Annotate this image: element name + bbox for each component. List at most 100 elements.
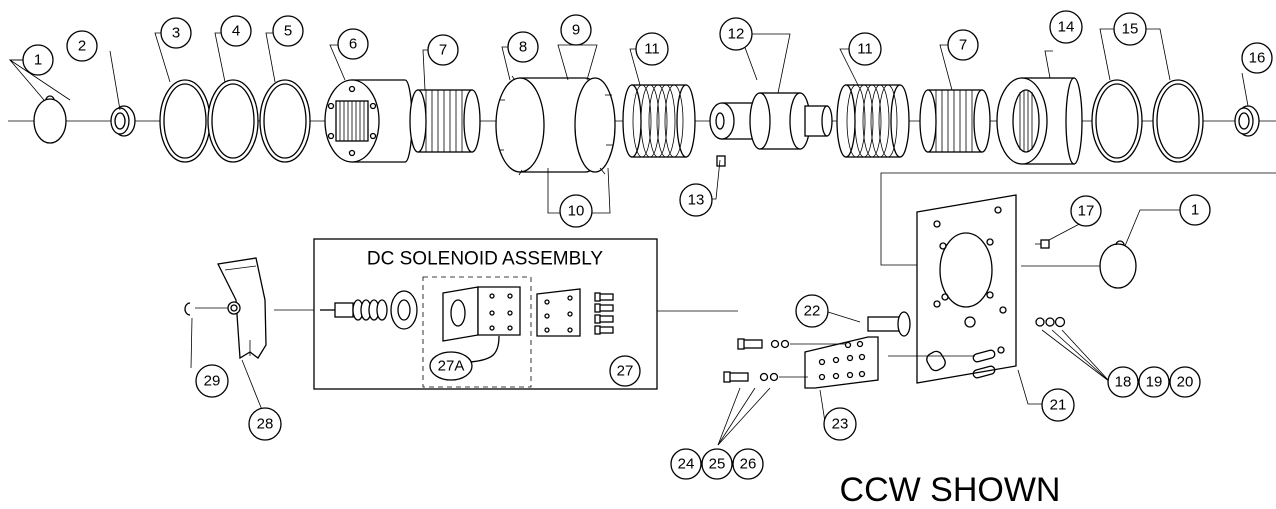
solenoid-plunger (320, 299, 388, 321)
assembly-title: DC SOLENOID ASSEMBLY (367, 249, 603, 270)
balloon-12: 12 (719, 17, 753, 51)
balloon-7-right: 7 (947, 29, 979, 61)
balloon-1-right: 1 (1179, 194, 1211, 226)
svg-text:9: 9 (572, 22, 580, 39)
part-16-bushing (1234, 105, 1260, 137)
solenoid-screws (594, 292, 614, 335)
svg-text:11: 11 (857, 41, 873, 58)
balloon-27A: 27A (429, 351, 473, 381)
part-21-mounting-plate (916, 194, 1017, 384)
svg-text:20: 20 (1177, 374, 1194, 391)
part-22-pin (867, 311, 911, 337)
part-29-clip (184, 302, 228, 316)
part-15-ring-a (1091, 79, 1143, 163)
balloon-20: 20 (1169, 366, 1201, 398)
svg-text:10: 10 (568, 203, 585, 220)
svg-text:11: 11 (644, 41, 660, 58)
solenoid-washer (390, 290, 418, 330)
svg-text:14: 14 (1058, 19, 1075, 36)
balloon-11-right: 11 (848, 32, 882, 66)
svg-text:16: 16 (1249, 50, 1266, 67)
part-4-ring (207, 79, 259, 163)
part-5-ring (259, 79, 311, 163)
balloon-11-left: 11 (635, 32, 669, 66)
balloon-10: 10 (559, 194, 593, 228)
svg-text:15: 15 (1122, 21, 1139, 38)
svg-text:1: 1 (34, 52, 42, 69)
balloon-1: 1 (22, 44, 54, 76)
balloon-22: 22 (795, 294, 829, 328)
svg-text:17: 17 (1078, 203, 1095, 220)
svg-text:13: 13 (688, 192, 705, 209)
part-7-spring-right (919, 89, 991, 153)
part-27A-dashed-region (422, 276, 532, 388)
svg-text:26: 26 (740, 456, 757, 473)
svg-text:12: 12 (728, 26, 745, 43)
svg-text:27: 27 (617, 363, 634, 380)
svg-text:19: 19 (1146, 374, 1163, 391)
balloon-7: 7 (427, 34, 459, 66)
orientation-caption: CCW SHOWN (840, 471, 1061, 509)
svg-text:28: 28 (257, 416, 274, 433)
part-1-snap-ring-right (1099, 240, 1137, 289)
balloon-29: 29 (195, 364, 229, 398)
balloon-24: 24 (670, 448, 702, 480)
balloon-17: 17 (1070, 195, 1102, 227)
balloon-14: 14 (1049, 10, 1083, 44)
svg-text:24: 24 (678, 456, 695, 473)
solenoid-assembly-box (313, 238, 658, 390)
part-23-bracket (804, 336, 879, 389)
plate-alignment-line (880, 172, 1276, 266)
svg-text:6: 6 (349, 36, 357, 53)
svg-text:21: 21 (1050, 397, 1067, 414)
part-1-snap-ring (33, 95, 67, 144)
balloon-25: 25 (701, 448, 733, 480)
balloon-13: 13 (679, 183, 713, 217)
svg-text:4: 4 (232, 23, 240, 40)
solenoid-bracket-plate (536, 288, 581, 337)
svg-text:8: 8 (519, 39, 527, 56)
svg-text:7: 7 (439, 42, 447, 59)
svg-text:7: 7 (959, 37, 967, 54)
balloon-4: 4 (220, 15, 252, 47)
balloon-21: 21 (1041, 388, 1075, 422)
part-11-spring-right (836, 84, 910, 158)
part-8-9-housing (495, 75, 616, 176)
part-27A-solenoid-block (442, 286, 521, 363)
svg-text:29: 29 (204, 373, 221, 390)
svg-text:3: 3 (172, 25, 180, 42)
balloon-19: 19 (1138, 366, 1170, 398)
part-28-lever (217, 257, 267, 360)
svg-text:25: 25 (709, 456, 726, 473)
balloon-5: 5 (272, 15, 304, 47)
svg-text:27A: 27A (438, 358, 465, 375)
balloon-9: 9 (560, 14, 592, 46)
svg-text:22: 22 (804, 303, 821, 320)
svg-text:23: 23 (832, 416, 849, 433)
part-3-ring (159, 79, 211, 163)
svg-text:18: 18 (1115, 374, 1132, 391)
part-24-25-26-hardware (723, 338, 846, 383)
part-2-bushing (110, 105, 136, 137)
part-13-set-screw (716, 155, 726, 167)
balloon-26: 26 (732, 448, 764, 480)
part-12-shaft (709, 92, 833, 150)
balloon-27: 27 (609, 355, 641, 387)
part-7-spring-left (409, 89, 481, 153)
balloon-15: 15 (1113, 12, 1147, 46)
balloon-23: 23 (823, 407, 857, 441)
part-17-screw (1035, 239, 1050, 249)
part-14-sleeve (996, 77, 1083, 165)
balloon-6: 6 (337, 28, 369, 60)
part-18-19-20-hardware (1035, 316, 1066, 328)
balloon-18: 18 (1107, 366, 1139, 398)
balloon-8: 8 (507, 31, 539, 63)
part-15-ring-b (1152, 79, 1204, 163)
part-11-spring-left (622, 84, 696, 158)
balloon-2: 2 (66, 30, 98, 62)
svg-text:5: 5 (284, 23, 292, 40)
part-6-hub (324, 79, 413, 163)
svg-text:2: 2 (78, 38, 86, 55)
balloon-3: 3 (160, 17, 192, 49)
